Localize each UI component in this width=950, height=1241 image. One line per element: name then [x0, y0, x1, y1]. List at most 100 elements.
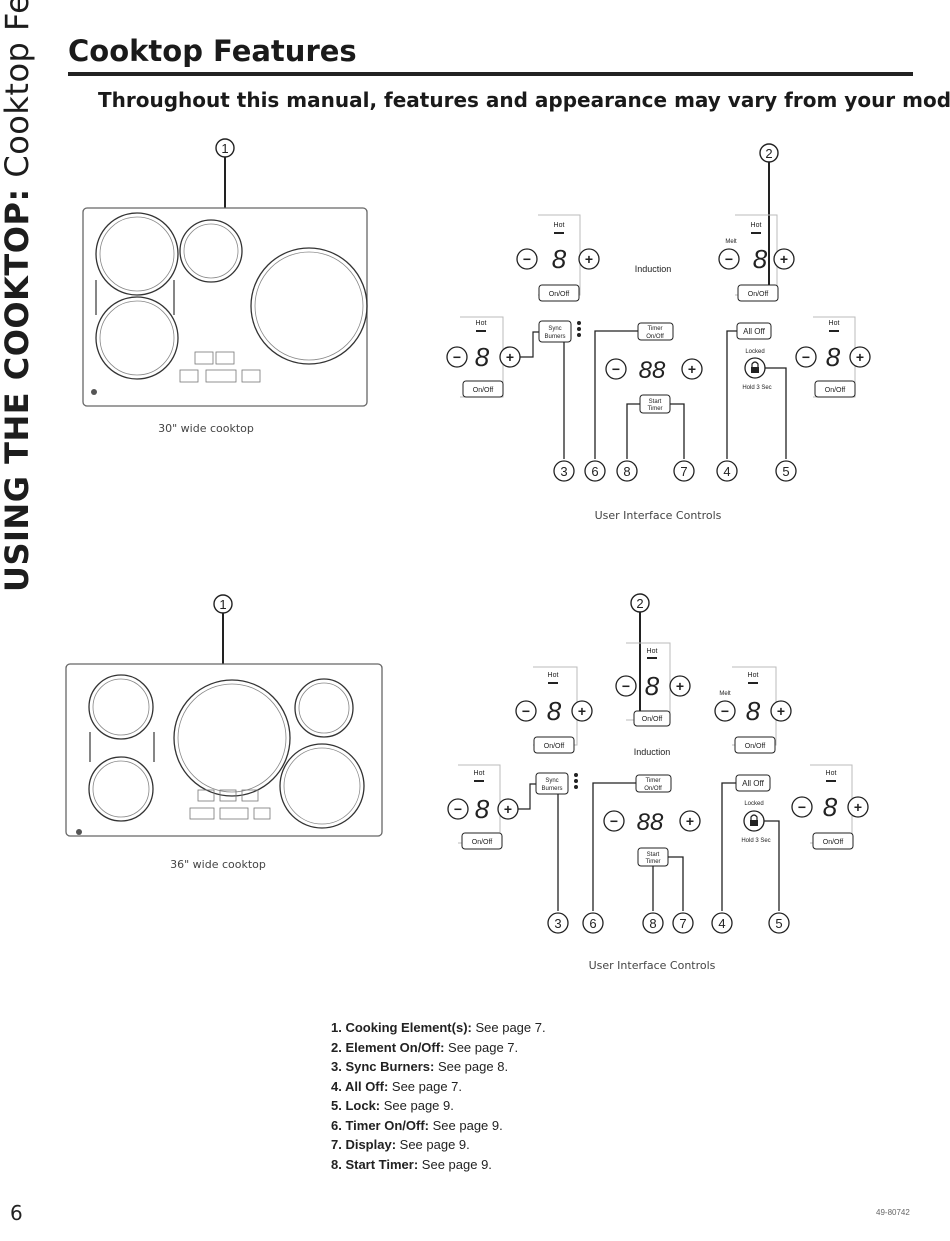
svg-text:On/Off: On/Off — [748, 291, 769, 298]
svg-text:All Off: All Off — [742, 779, 764, 788]
minus-button[interactable] — [605, 358, 627, 380]
title-rule — [68, 72, 913, 76]
plus-button[interactable] — [773, 248, 795, 270]
timer-display: − 88 + — [603, 809, 701, 836]
zone-center-rear: Hot − 8 + On/Off — [615, 642, 691, 727]
svg-text:+: + — [854, 799, 862, 815]
svg-text:+: + — [578, 703, 586, 719]
svg-text:8: 8 — [645, 671, 660, 701]
plus-button[interactable] — [578, 248, 600, 270]
svg-text:7: 7 — [679, 916, 686, 931]
plus-button[interactable] — [681, 358, 703, 380]
lock-button[interactable] — [743, 810, 765, 832]
plus-button[interactable] — [770, 700, 792, 722]
minus-button[interactable] — [718, 248, 740, 270]
lock-icon — [751, 367, 759, 373]
svg-text:On/Off: On/Off — [825, 387, 846, 394]
locked-label: Locked — [745, 349, 764, 355]
svg-text:Hot: Hot — [829, 320, 840, 327]
induction-label: Induction — [635, 264, 672, 274]
timer-on-off-button[interactable]: Timer On/Off — [637, 322, 674, 341]
minus-button[interactable] — [446, 346, 468, 368]
svg-text:All Off: All Off — [743, 327, 765, 336]
svg-text:−: − — [622, 678, 630, 694]
ui-controls-lower-caption: User Interface Controls — [589, 959, 716, 972]
minus-button[interactable] — [516, 248, 538, 270]
document-code: 49-80742 — [876, 1208, 910, 1217]
melt-label: Melt — [725, 239, 737, 245]
minus-button[interactable] — [615, 675, 637, 697]
on-off-button[interactable] — [538, 284, 580, 302]
svg-text:88: 88 — [639, 357, 666, 384]
start-timer-button[interactable]: Start Timer — [639, 394, 671, 414]
plus-button[interactable] — [679, 810, 701, 832]
hold-label: Hold 3 Sec — [742, 385, 771, 391]
melt-label: Melt — [719, 691, 731, 697]
sync-burners-button[interactable]: Sync Burners — [538, 320, 581, 343]
svg-text:+: + — [856, 349, 864, 365]
svg-text:Hot: Hot — [751, 222, 762, 229]
minus-button[interactable] — [714, 700, 736, 722]
callout-2-lower: 2 — [630, 593, 650, 713]
svg-text:−: − — [453, 349, 461, 365]
svg-text:−: − — [725, 251, 733, 267]
svg-text:8: 8 — [475, 342, 490, 372]
timer-on-off-button[interactable]: Timer On/Off — [635, 774, 672, 793]
timer-display: − 88 + — [605, 357, 703, 384]
minus-button[interactable] — [515, 700, 537, 722]
on-off-button[interactable] — [737, 284, 779, 302]
minus-button[interactable] — [791, 796, 813, 818]
minus-button[interactable] — [447, 798, 469, 820]
svg-text:−: − — [802, 349, 810, 365]
svg-text:+: + — [688, 361, 696, 377]
svg-text:−: − — [721, 703, 729, 719]
on-off-button[interactable] — [633, 710, 671, 727]
on-off-button[interactable] — [814, 380, 856, 398]
on-off-button[interactable] — [462, 380, 504, 398]
minus-button[interactable] — [795, 346, 817, 368]
on-off-button[interactable] — [812, 832, 854, 850]
lock-button[interactable] — [744, 357, 766, 379]
on-off-button[interactable] — [461, 832, 503, 850]
plus-button[interactable] — [847, 796, 869, 818]
minus-button[interactable] — [603, 810, 625, 832]
sync-burners-button[interactable]: Sync Burners — [535, 772, 578, 795]
all-off-button[interactable]: All Off — [735, 774, 771, 792]
cooktop-30-caption: 30" wide cooktop — [158, 422, 254, 435]
legend-item: 4. All Off: See page 7. — [331, 1078, 463, 1094]
svg-text:−: − — [523, 251, 531, 267]
svg-text:On/Off: On/Off — [646, 334, 664, 340]
hot-label: Hot — [554, 222, 565, 229]
on-off-button[interactable] — [734, 736, 776, 754]
svg-text:+: + — [777, 703, 785, 719]
svg-text:Hot: Hot — [826, 770, 837, 777]
zone-left-rear: Hot − 8 + On/Off — [516, 214, 600, 302]
plus-button[interactable] — [849, 346, 871, 368]
cooktop-36-surface — [65, 663, 383, 837]
callout-2-lower-label: 2 — [636, 596, 643, 611]
plus-button[interactable] — [669, 675, 691, 697]
svg-text:+: + — [686, 813, 694, 829]
svg-text:−: − — [798, 799, 806, 815]
svg-text:6: 6 — [591, 464, 598, 479]
svg-text:+: + — [585, 251, 593, 267]
svg-text:−: − — [610, 813, 618, 829]
all-off-button[interactable]: All Off — [736, 322, 772, 340]
svg-text:Hot: Hot — [548, 672, 559, 679]
svg-text:6: 6 — [589, 916, 596, 931]
svg-text:4: 4 — [718, 916, 725, 931]
start-timer-button[interactable]: Start Timer — [637, 847, 669, 867]
zone-left-front: Hot − 8 + On/Off — [447, 764, 519, 850]
svg-text:Timer: Timer — [647, 326, 662, 332]
element-right-large — [250, 247, 368, 365]
svg-text:4: 4 — [723, 464, 730, 479]
svg-text:On/Off: On/Off — [823, 839, 844, 846]
on-off-button[interactable] — [533, 736, 575, 754]
plus-button[interactable] — [571, 700, 593, 722]
legend-item: 6. Timer On/Off: See page 9. — [331, 1117, 503, 1133]
svg-text:+: + — [780, 251, 788, 267]
legend-item: 1. Cooking Element(s): See page 7. — [331, 1020, 546, 1035]
svg-text:−: − — [522, 703, 530, 719]
svg-text:8: 8 — [753, 244, 768, 274]
svg-text:+: + — [676, 678, 684, 694]
